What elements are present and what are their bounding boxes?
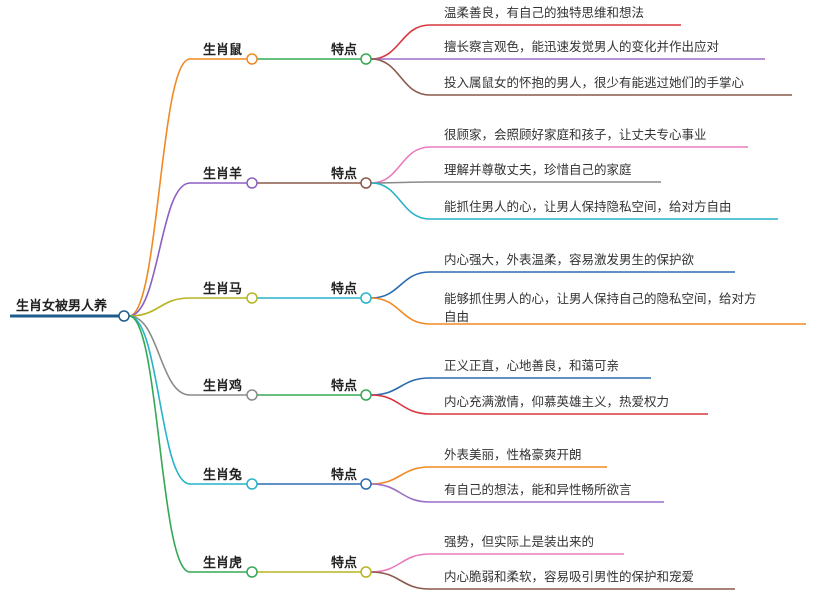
branch-curve-4 [128,315,191,485]
sub-label-1: 特点 [331,166,357,182]
sub-label-3: 特点 [331,378,357,394]
branch-label-1: 生肖羊 [203,166,242,182]
leaf-curve-1-2 [370,182,431,220]
branch-node-2[interactable] [246,292,258,304]
leaf-text-2-1-0: 能够抓住男人的心，让男人保持自己的隐私空间，给对方 [444,291,757,306]
branch-curve-0 [128,58,191,317]
branch-label-4: 生肖兔 [203,467,242,483]
leaf-text-5-0-0: 强势，但实际上是装出来的 [444,534,594,549]
leaf-curve-1-0 [370,146,431,184]
sub-node-0[interactable] [360,53,372,65]
leaf-curve-0-0 [370,24,431,60]
leaf-text-5-1-0: 内心脆弱和柔软，容易吸引男性的保护和宠爱 [444,569,694,584]
leaf-text-0-2-0: 投入属鼠女的怀抱的男人，很少有能逃过她们的手掌心 [444,75,745,90]
branch-label-5: 生肖虎 [203,555,242,571]
leaf-text-1-1-0: 理解并尊敬丈夫，珍惜自己的家庭 [444,162,632,177]
leaf-text-2-1-1: 自由 [444,309,469,324]
branch-label-0: 生肖鼠 [203,42,242,58]
branch-curve-2 [128,297,191,317]
branch-node-3[interactable] [246,389,258,401]
leaf-curve-2-0 [370,271,431,299]
leaf-text-0-1-0: 擅长察言观色，能迅速发觉男人的变化并作出应对 [444,39,719,54]
branch-curve-3 [128,315,191,396]
sub-node-2[interactable] [360,292,372,304]
leaf-text-1-0-0: 很顾家，会照顾好家庭和孩子，让丈夫专心事业 [444,127,707,142]
leaf-curve-5-0 [370,553,431,573]
sub-label-4: 特点 [331,467,357,483]
sub-node-1[interactable] [360,177,372,189]
branch-curve-5 [128,315,191,573]
leaf-curve-3-1 [370,394,431,415]
leaf-text-3-1-0: 内心充满激情，仰慕英雄主义，热爱权力 [444,394,669,409]
leaf-text-4-1-0: 有自己的想法，能和异性畅所欲言 [444,482,632,497]
leaf-curve-4-0 [370,466,431,485]
sub-node-4[interactable] [360,478,372,490]
branch-label-3: 生肖鸡 [203,378,242,394]
leaf-curve-2-1 [370,297,431,325]
leaf-curve-0-2 [370,58,431,96]
branch-curve-1 [128,182,191,317]
leaf-text-1-2-0: 能抓住男人的心，让男人保持隐私空间，给对方自由 [444,199,732,214]
branch-node-4[interactable] [246,478,258,490]
sub-node-3[interactable] [360,389,372,401]
leaf-text-3-0-0: 正义正直，心地善良，和蔼可亲 [444,358,619,373]
sub-node-5[interactable] [360,566,372,578]
branch-node-0[interactable] [246,53,258,65]
sub-label-2: 特点 [331,281,357,297]
leaf-text-0-0-0: 温柔善良，有自己的独特思维和想法 [444,5,644,20]
nodes-layer: 生肖女被男人养生肖鼠特点温柔善良，有自己的独特思维和想法擅长察言观色，能迅速发觉… [16,5,757,584]
branch-label-2: 生肖马 [203,281,242,297]
edges-layer [10,24,806,590]
branch-node-5[interactable] [246,566,258,578]
branch-node-1[interactable] [246,177,258,189]
root-node[interactable] [118,310,130,322]
leaf-curve-3-0 [370,377,431,396]
root-label: 生肖女被男人养 [16,298,108,314]
sub-label-0: 特点 [331,42,357,58]
leaf-curve-4-1 [370,483,431,503]
leaf-text-4-0-0: 外表美丽，性格豪爽开朗 [444,447,582,462]
leaf-text-2-0-0: 内心强大，外表温柔，容易激发男生的保护欲 [444,252,694,267]
sub-label-5: 特点 [331,555,357,571]
leaf-curve-5-1 [370,571,431,590]
